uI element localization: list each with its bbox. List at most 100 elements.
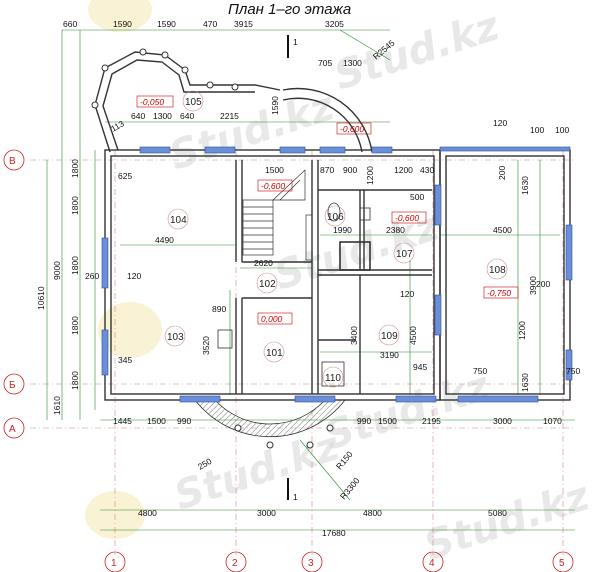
radius-text: R3300: [338, 475, 362, 501]
dimension-text: 625: [118, 171, 132, 181]
room-number: 109: [381, 331, 398, 342]
room-number: 108: [489, 265, 506, 276]
room-number: 105: [185, 97, 202, 108]
dimension-text: 1630: [520, 176, 530, 195]
dimension-text: 1800: [70, 316, 80, 335]
dimension-text: 4490: [155, 235, 174, 245]
dimension-text: 5080: [488, 508, 507, 518]
dimension-text: 120: [493, 118, 507, 128]
dimension-text: 200: [497, 166, 507, 180]
dimension-text: 1500: [147, 416, 166, 426]
dimension-text: 705: [318, 58, 332, 68]
watermark: Stud.kz: [319, 363, 496, 460]
dimension-text: 260: [85, 271, 99, 281]
axis-label: 1: [111, 558, 117, 569]
dimension-text: 120: [127, 271, 141, 281]
dimension-text: 1610: [52, 396, 62, 415]
dimension-text: 1630: [520, 373, 530, 392]
section-mark: 1 1: [287, 35, 298, 502]
dimension-text: 4500: [408, 326, 418, 345]
fixtures: [217, 202, 371, 387]
dimension-text: 640: [131, 111, 145, 121]
watermark-layer: Stud.kz Stud.kz Stud.kz Stud.kz Stud.kz …: [85, 0, 596, 570]
room-number: 107: [396, 249, 413, 260]
dimension-text: 1800: [70, 256, 80, 275]
dimension-text: 3520: [201, 336, 211, 355]
dimension-text: 1445: [113, 416, 132, 426]
room-number: 102: [259, 279, 276, 290]
dimension-text: 1800: [70, 371, 80, 390]
dimension-text: 1990: [333, 225, 352, 235]
section-number: 1: [293, 37, 298, 47]
dimension-text: 4800: [138, 508, 157, 518]
dimension-text: 2195: [422, 416, 441, 426]
dimension-text: 2620: [254, 258, 273, 268]
axis-label: 2: [232, 558, 238, 569]
dimension-text: 100: [530, 125, 544, 135]
axis-label: В: [9, 156, 16, 167]
dimension-text: 750: [566, 366, 580, 376]
room-labels: 104 105 106 107 108 102 103 101 109 110: [164, 90, 508, 388]
axis-label: 5: [559, 558, 565, 569]
axis-label: А: [9, 424, 16, 435]
dimensions-bottom: 1445 1500 990 990 1500 2195 3000 1070 48…: [113, 416, 562, 538]
dimension-text: 10610: [36, 286, 46, 310]
room-number: 101: [266, 348, 283, 359]
watermark: Stud.kz: [329, 3, 506, 100]
dimension-text: 113: [109, 118, 126, 134]
dimension-text: 870: [320, 165, 334, 175]
level-mark: 0,000: [261, 314, 283, 324]
dimension-text: 3915: [234, 19, 253, 29]
dimension-text: 750: [473, 366, 487, 376]
dimensions-left: 1800 1800 1800 1800 1800 1610 9000 10610: [36, 159, 80, 415]
plan-title: План 1–го этажа: [228, 1, 351, 18]
dimension-text: 9000: [52, 261, 62, 280]
level-marks: -0,050 -0,600 -0,600 -0,600 -0,750 0,000: [136, 95, 519, 325]
dimension-text: 1200: [394, 165, 413, 175]
dimension-text: 1590: [157, 19, 176, 29]
dimension-text: 200: [536, 279, 550, 289]
dimension-text: 640: [180, 111, 194, 121]
axis-label: 4: [429, 558, 435, 569]
dimension-text: 470: [203, 19, 217, 29]
dimension-text: 3400: [349, 326, 359, 345]
dimension-text: 3000: [257, 508, 276, 518]
level-mark: -0,600: [340, 124, 364, 134]
dimension-text: 1590: [270, 96, 280, 115]
dimension-text: 3205: [325, 19, 344, 29]
level-mark: -0,600: [261, 181, 285, 191]
dimension-text: 890: [212, 304, 226, 314]
axis-markers: В Б А 1 2 3 4 5: [3, 149, 574, 572]
room-number: 104: [170, 215, 187, 226]
dimension-text: 945: [413, 362, 427, 372]
dimension-text: 990: [177, 416, 191, 426]
watermark: Stud.kz: [419, 473, 596, 570]
dimension-text: 990: [357, 416, 371, 426]
dimension-text: 345: [118, 355, 132, 365]
axis-label: Б: [9, 380, 16, 391]
dimensions-inner: 4490 4500 2620 1990 2380 3190 3900 1500 …: [85, 118, 580, 392]
room-number: 103: [167, 332, 184, 343]
dimension-text: 500: [410, 192, 424, 202]
dimension-text: 1800: [70, 159, 80, 178]
watermark-logo-icon: [88, 0, 152, 32]
dimension-text: 1300: [153, 111, 172, 121]
dimensions-top: 660 1590 1590 470 3915 3205 705 1300 640…: [63, 19, 362, 121]
dimension-text: 1590: [113, 19, 132, 29]
level-mark: -0,600: [395, 213, 419, 223]
watermark: Stud.kz: [169, 423, 346, 520]
dimension-text: 4500: [493, 225, 512, 235]
windows: [101, 146, 573, 403]
watermark-logo-icon: [98, 302, 162, 358]
section-number: 1: [293, 492, 298, 502]
dimension-lines: [46, 29, 575, 531]
dimension-text: 3000: [493, 416, 512, 426]
dimension-text: 4800: [363, 508, 382, 518]
dimension-text: 1200: [365, 166, 375, 185]
room-number: 106: [327, 212, 344, 223]
dimension-text: 2380: [386, 225, 405, 235]
dimension-text: 1300: [343, 58, 362, 68]
level-mark: -0,050: [140, 97, 164, 107]
staircase: [242, 169, 313, 261]
dimension-text: 2215: [220, 111, 239, 121]
